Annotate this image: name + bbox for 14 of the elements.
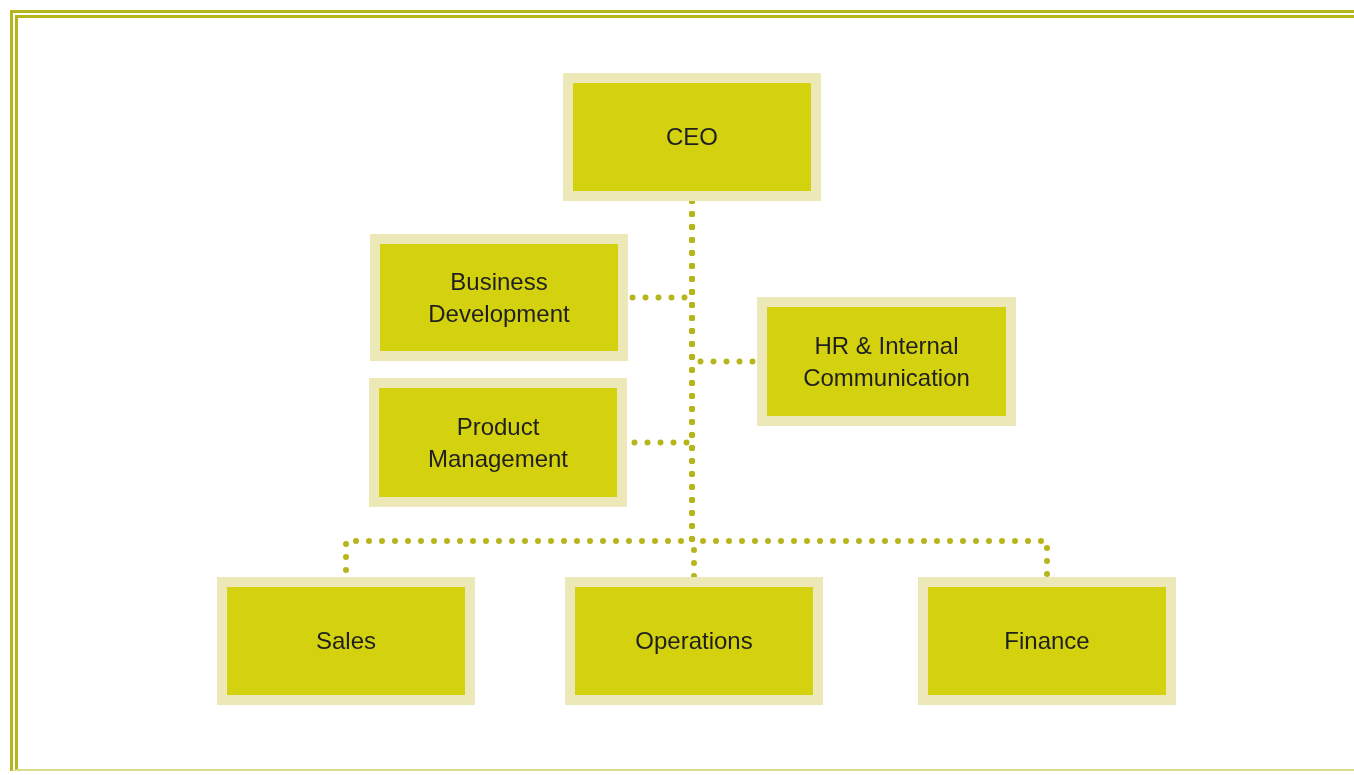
role-label: Product Management [426, 411, 570, 474]
org-box [757, 297, 1016, 426]
org-box [370, 234, 628, 361]
org-box [369, 378, 627, 507]
role-label: Operations [635, 626, 753, 656]
org-box [217, 577, 475, 705]
org-box [565, 577, 823, 705]
role-label: Business Development [427, 266, 571, 329]
org-box [918, 577, 1176, 705]
org-box [563, 73, 821, 201]
role-label: Finance [1004, 626, 1090, 656]
role-label: HR & Internal Communication [802, 330, 971, 393]
role-label: CEO [666, 122, 718, 152]
role-label: Sales [315, 626, 376, 656]
